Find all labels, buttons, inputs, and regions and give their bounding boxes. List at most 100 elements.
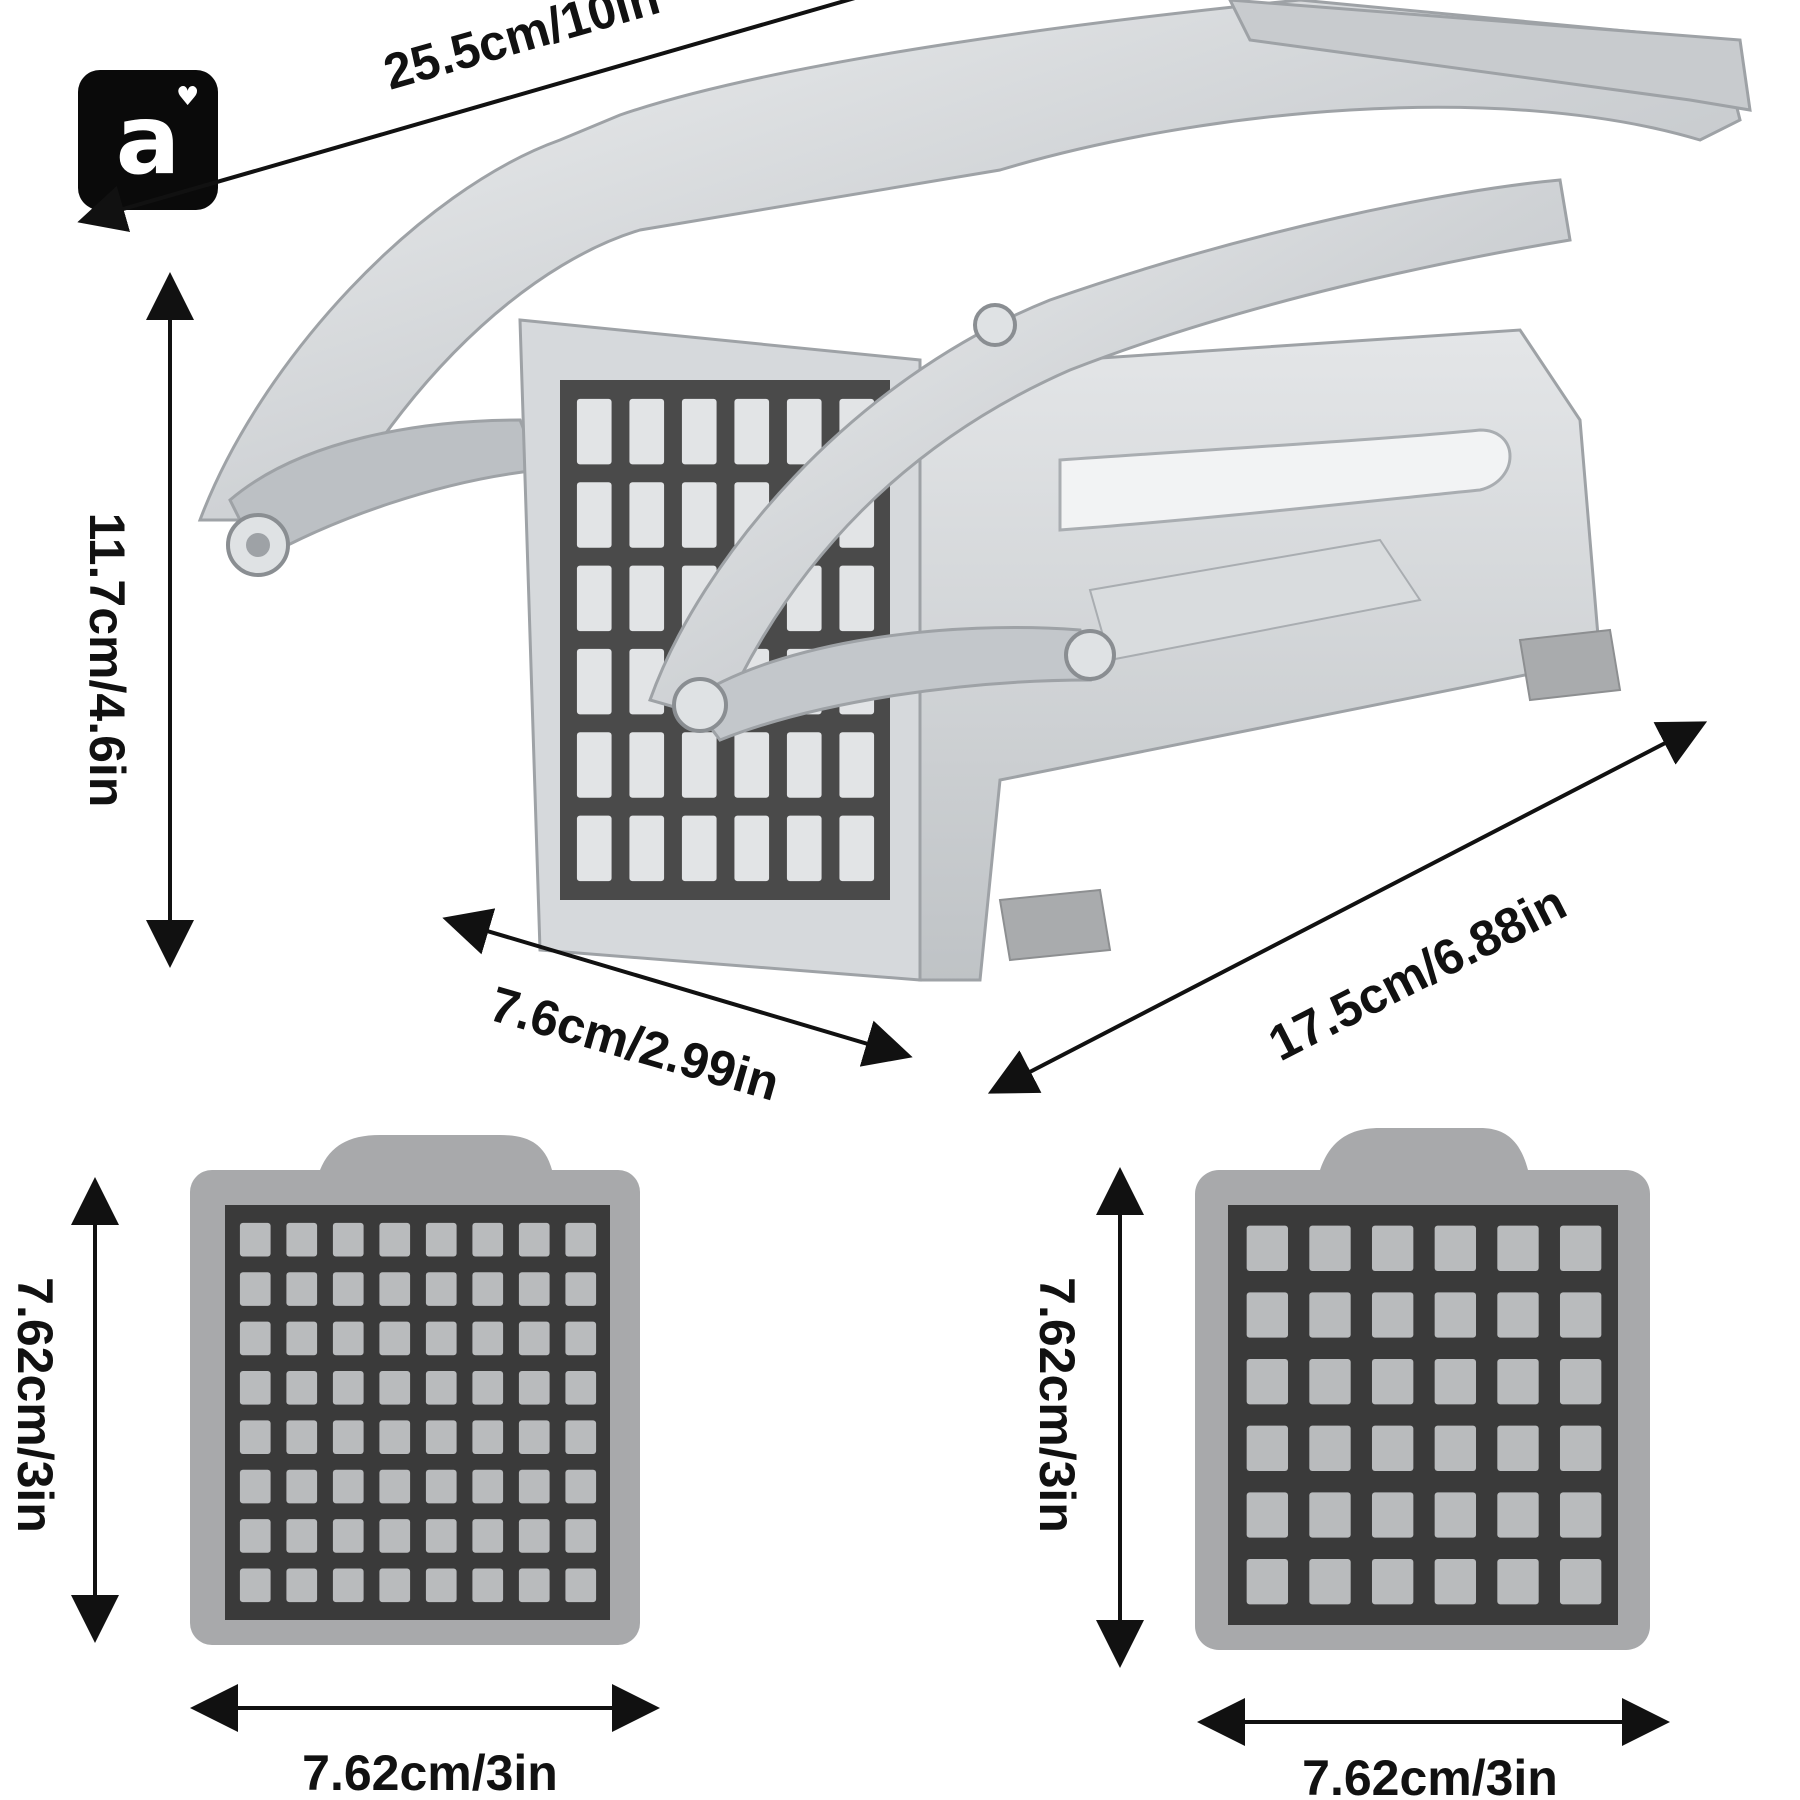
front-blade-cube bbox=[629, 565, 665, 632]
blade-small-cube bbox=[472, 1371, 504, 1405]
blade-large-cube bbox=[1246, 1558, 1289, 1605]
dim-depth-label: 17.5cm/6.88in bbox=[1260, 874, 1575, 1072]
front-blade-cube bbox=[576, 648, 612, 715]
blade-large-cube bbox=[1497, 1358, 1539, 1405]
front-blade-cube bbox=[681, 815, 717, 882]
blade-small-cube bbox=[379, 1321, 411, 1356]
blade-large-cube bbox=[1559, 1292, 1602, 1338]
blade-large-cube bbox=[1559, 1492, 1602, 1538]
blade-small-cube bbox=[239, 1321, 271, 1356]
dimension-large-height: 7.62cm/3in bbox=[1029, 1167, 1144, 1668]
blade-small-cube bbox=[239, 1519, 271, 1553]
blade-small-cube bbox=[565, 1272, 597, 1306]
dim-large-height-label: 7.62cm/3in bbox=[1029, 1277, 1085, 1533]
blade-small-cube bbox=[565, 1371, 597, 1405]
blade-small-cube bbox=[239, 1420, 271, 1454]
blade-large-cube bbox=[1559, 1425, 1602, 1472]
blade-small-cube bbox=[379, 1469, 411, 1504]
blade-small-cube bbox=[332, 1272, 364, 1306]
blade-small-cube bbox=[332, 1222, 364, 1257]
dim-large-width-label: 7.62cm/3in bbox=[1302, 1750, 1558, 1800]
blade-small-cube bbox=[518, 1519, 550, 1553]
front-blade-cube bbox=[786, 398, 822, 465]
blade-small-cube bbox=[518, 1371, 550, 1405]
front-blade-cube bbox=[629, 732, 665, 798]
front-blade-cube bbox=[681, 398, 717, 465]
blade-large-cube bbox=[1371, 1558, 1414, 1605]
blade-small-cube bbox=[518, 1420, 550, 1454]
blade-large-cube bbox=[1559, 1225, 1602, 1272]
blade-large-cube bbox=[1309, 1292, 1351, 1338]
front-blade-cube bbox=[681, 482, 717, 548]
blade-large-cube bbox=[1246, 1492, 1289, 1538]
front-lever bbox=[648, 178, 1572, 722]
front-pivot bbox=[672, 677, 728, 733]
logo-letter: a bbox=[115, 84, 181, 196]
blade-small-cube bbox=[332, 1469, 364, 1504]
blade-large-cube bbox=[1371, 1225, 1414, 1272]
blade-large-cube bbox=[1371, 1292, 1414, 1338]
blade-large-cube bbox=[1246, 1425, 1289, 1472]
blade-small-cube bbox=[286, 1469, 318, 1504]
blade-large-cube bbox=[1497, 1225, 1539, 1272]
blade-small-cube bbox=[472, 1272, 504, 1306]
front-blade-cube bbox=[576, 482, 612, 548]
blade-small-cube bbox=[472, 1568, 504, 1603]
dim-length-label: 25.5cm/10in bbox=[378, 0, 666, 101]
blade-small-cube bbox=[379, 1420, 411, 1454]
blade-large-cube bbox=[1497, 1425, 1539, 1472]
blade-small-cube bbox=[518, 1469, 550, 1504]
blade-large-cube bbox=[1497, 1492, 1539, 1538]
blade-large-cube bbox=[1246, 1292, 1289, 1338]
blade-small-cube bbox=[379, 1568, 411, 1603]
blade-small-cube bbox=[472, 1222, 504, 1257]
front-blade-cube bbox=[576, 565, 612, 632]
front-blade-cube bbox=[839, 815, 875, 882]
blade-small-cube bbox=[425, 1469, 457, 1504]
front-blade-cube bbox=[629, 482, 665, 548]
blade-large-cube bbox=[1434, 1225, 1477, 1272]
dim-height-label: 11.7cm/4.6in bbox=[79, 513, 135, 808]
blade-small-cube bbox=[425, 1272, 457, 1306]
blade-large-cube bbox=[1434, 1358, 1477, 1405]
blade-small-cube bbox=[332, 1321, 364, 1356]
blade-small-cube bbox=[286, 1272, 318, 1306]
blade-small-cube bbox=[425, 1371, 457, 1405]
front-blade-cube bbox=[839, 732, 875, 798]
blade-small-cube bbox=[425, 1321, 457, 1356]
front-blade-cube bbox=[576, 732, 612, 798]
blade-small-cube bbox=[518, 1568, 550, 1603]
blade-small-cube bbox=[332, 1568, 364, 1603]
blade-small-cube bbox=[425, 1568, 457, 1603]
blade-small-cube bbox=[286, 1321, 318, 1356]
blade-small-cube bbox=[518, 1272, 550, 1306]
top-rail bbox=[1228, 0, 1752, 112]
front-blade-cube bbox=[734, 732, 770, 798]
blade-small-cube bbox=[286, 1519, 318, 1553]
dimension-small-height: 7.62cm/3in bbox=[7, 1177, 119, 1643]
blade-small-cube bbox=[565, 1519, 597, 1553]
front-blade-cube bbox=[629, 815, 665, 882]
blade-large-cube bbox=[1371, 1358, 1414, 1405]
blade-large-cube bbox=[1434, 1292, 1477, 1338]
blade-large bbox=[1195, 1128, 1650, 1650]
mid-pivot bbox=[1064, 629, 1116, 681]
blade-large-cube bbox=[1434, 1492, 1477, 1538]
dim-small-height-label: 7.62cm/3in bbox=[7, 1277, 63, 1533]
blade-large-cube bbox=[1559, 1558, 1602, 1605]
heart-icon: ♥ bbox=[176, 82, 200, 112]
blade-small-cube bbox=[286, 1371, 318, 1405]
blade-small-cube bbox=[565, 1222, 597, 1257]
dim-front-width-label: 7.6cm/2.99in bbox=[484, 976, 785, 1112]
blade-small-cube bbox=[472, 1420, 504, 1454]
blade-small-cube bbox=[239, 1568, 271, 1603]
blade-large-cube bbox=[1371, 1492, 1414, 1538]
blade-small-cube bbox=[239, 1371, 271, 1405]
fry-cutter bbox=[197, 0, 1752, 982]
blade-large-cube bbox=[1434, 1558, 1477, 1605]
blade-small-cube bbox=[425, 1420, 457, 1454]
blade-small-cube bbox=[565, 1568, 597, 1603]
blade-small-cube bbox=[379, 1371, 411, 1405]
blade-small-cube bbox=[565, 1321, 597, 1356]
blade-large-cube bbox=[1434, 1425, 1477, 1472]
